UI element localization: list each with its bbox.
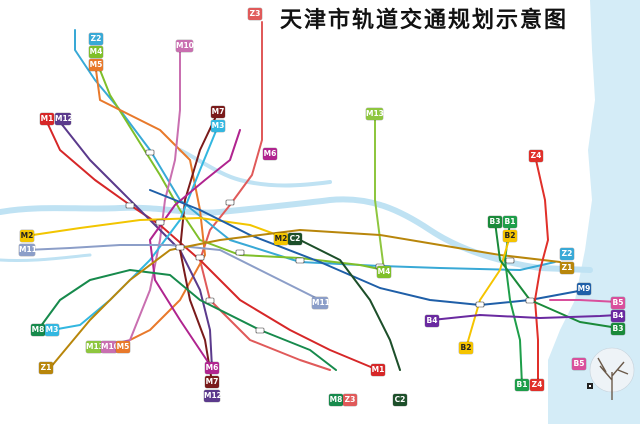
line-badge-m3-top[interactable]: M3 [211, 120, 225, 132]
line-badge-m6-mid[interactable]: M6 [263, 148, 277, 160]
station-marker [225, 199, 235, 206]
tree-decoration [587, 347, 635, 400]
line-badge-m7-top[interactable]: M7 [211, 106, 225, 118]
line-m11 [25, 244, 321, 301]
line-m8 [37, 269, 337, 371]
stations [125, 149, 535, 334]
station-marker [505, 257, 515, 264]
line-badge-z4-low[interactable]: Z4 [530, 379, 544, 391]
river-west [0, 253, 92, 263]
line-badge-m7-low[interactable]: M7 [205, 376, 219, 388]
station-marker [255, 327, 265, 334]
station-marker [155, 219, 165, 226]
line-badge-m13-top[interactable]: M13 [366, 108, 384, 120]
line-badge-b3-top[interactable]: B3 [488, 216, 502, 228]
line-badge-b2-top[interactable]: B2 [503, 230, 517, 242]
line-badge-m4-top[interactable]: M4 [89, 46, 103, 58]
line-badge-m8-low[interactable]: M8 [329, 394, 343, 406]
line-c2 [295, 237, 401, 371]
line-badge-b4-right[interactable]: B4 [611, 310, 625, 322]
line-z1 [49, 229, 561, 369]
line-badge-m11-left[interactable]: M11 [19, 244, 37, 256]
line-m13 [374, 114, 385, 271]
line-badge-m6-low[interactable]: M6 [205, 362, 219, 374]
logo-square-inner [589, 385, 591, 387]
line-badge-z2-top[interactable]: Z2 [89, 33, 103, 45]
station-marker [195, 254, 205, 261]
line-badge-m2-mid[interactable]: M2 [274, 233, 288, 245]
line-badge-m3-left[interactable]: M3 [45, 324, 59, 336]
line-badge-m5-bl[interactable]: M5 [116, 341, 130, 353]
line-m3 [51, 125, 219, 331]
line-badge-m9-right[interactable]: M9 [577, 283, 591, 295]
station-marker [235, 249, 245, 256]
line-badge-b5-low[interactable]: B5 [572, 358, 586, 370]
line-z4 [534, 159, 549, 386]
station-marker [125, 202, 135, 209]
line-badge-m12-low[interactable]: M12 [204, 390, 222, 402]
line-badge-z1-right[interactable]: Z1 [560, 262, 574, 274]
line-badge-m5-top[interactable]: M5 [89, 59, 103, 71]
line-badge-z1-low[interactable]: Z1 [39, 362, 53, 374]
line-m12 [59, 121, 213, 369]
line-m2 [25, 217, 281, 237]
station-marker [475, 301, 485, 308]
haihe-river [0, 196, 593, 273]
line-badge-z4-top[interactable]: Z4 [529, 150, 543, 162]
station-marker [205, 297, 215, 304]
line-m4 [95, 59, 385, 271]
tree-trunk [597, 357, 629, 400]
station-marker [145, 149, 155, 156]
line-badge-z2-right[interactable]: Z2 [560, 248, 574, 260]
station-marker [295, 257, 305, 264]
transit-lines [25, 21, 619, 386]
line-badge-m13-bl[interactable]: M13 [86, 341, 104, 353]
line-badge-b2-mid[interactable]: B2 [459, 342, 473, 354]
line-z3 [199, 21, 331, 371]
rivers [0, 148, 593, 273]
line-m6 [149, 129, 241, 369]
line-b2 [465, 235, 511, 349]
line-b5 [549, 299, 619, 303]
river-north [178, 148, 332, 188]
line-z2 [74, 29, 556, 271]
line-badge-b5-right[interactable]: B5 [611, 297, 625, 309]
line-badge-m8-left[interactable]: M8 [31, 324, 45, 336]
line-badge-m1-low[interactable]: M1 [371, 364, 385, 376]
line-badge-b3-right[interactable]: B3 [611, 323, 625, 335]
line-badge-m11-mid[interactable]: M11 [312, 297, 330, 309]
line-badge-m10-bl[interactable]: M10 [101, 341, 119, 353]
line-badge-z3-top[interactable]: Z3 [248, 8, 262, 20]
line-b4 [431, 314, 619, 321]
map-title: 天津市轨道交通规划示意图 [280, 7, 569, 33]
line-m9 [149, 189, 585, 306]
line-badge-b4-mid[interactable]: B4 [425, 315, 439, 327]
line-badge-c2-low[interactable]: C2 [393, 394, 407, 406]
line-badge-m4-mid[interactable]: M4 [377, 266, 391, 278]
line-badge-m12-left[interactable]: M12 [55, 113, 73, 125]
line-badge-z3-low[interactable]: Z3 [343, 394, 357, 406]
line-badge-m2-left[interactable]: M2 [20, 230, 34, 242]
station-marker [175, 244, 185, 251]
line-badge-m10-top[interactable]: M10 [176, 40, 194, 52]
station-marker [525, 297, 535, 304]
line-badge-b1-low[interactable]: B1 [515, 379, 529, 391]
line-badge-b1-top[interactable]: B1 [503, 216, 517, 228]
line-badge-m1-left[interactable]: M1 [40, 113, 54, 125]
line-badge-c2-mid[interactable]: C2 [288, 233, 302, 245]
